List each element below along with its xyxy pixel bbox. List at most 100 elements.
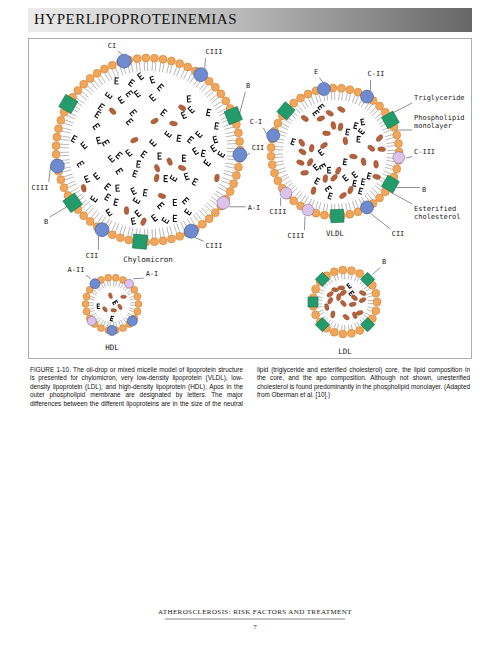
- phospholipid-head: [105, 274, 112, 281]
- cholesterol-ester-glyph: [183, 155, 187, 161]
- phospholipid-head: [150, 54, 158, 62]
- apo-circle: [280, 187, 292, 199]
- triglyceride-molecule: [372, 174, 381, 181]
- phospholipid-head: [348, 329, 356, 337]
- phospholipid-head: [230, 180, 238, 188]
- phospholipid-head: [234, 129, 242, 137]
- cholesterol-ester-glyph: [343, 175, 349, 181]
- figure-frame: [29, 39, 472, 359]
- cholesterol-ester-glyph: [138, 73, 144, 80]
- triglyceride-molecule: [338, 286, 345, 291]
- cholesterol-ester-glyph: [164, 176, 168, 182]
- triglyceride-molecule: [375, 134, 384, 143]
- cholesterol-ester-glyph: [97, 304, 100, 309]
- phospholipid-head: [198, 220, 206, 228]
- leader-line: [371, 213, 391, 228]
- apo-label: A-I: [146, 270, 159, 278]
- cholesterol-ester-glyph: [347, 283, 352, 288]
- cholesterol-ester-glyph: [201, 150, 206, 157]
- cholesterol-ester-glyph: [110, 316, 114, 321]
- apo-square: [308, 297, 318, 307]
- apo-square: [132, 234, 147, 249]
- cholesterol-ester-glyph: [150, 139, 157, 146]
- apo-square: [315, 318, 329, 332]
- cholesterol-ester-glyph: [346, 129, 350, 135]
- running-footer: ATHEROSCLEROSIS: RISK FACTORS AND TREATM…: [158, 608, 352, 616]
- phospholipid-heads: [309, 266, 381, 338]
- triglyceride-molecule: [350, 294, 358, 302]
- cholesterol-ester-glyph: [134, 90, 140, 97]
- triglyceride-molecule: [373, 160, 379, 168]
- phospholipid-head: [339, 330, 347, 338]
- particle-outline: [299, 256, 391, 348]
- cholesterol-ester-glyph: [126, 119, 133, 126]
- apo-circle: [217, 196, 230, 209]
- triglyceride-molecule: [316, 115, 325, 122]
- apo-label: E: [314, 68, 318, 76]
- triglyceride-molecule: [326, 290, 334, 298]
- triglyceride-molecule: [337, 123, 343, 132]
- triglyceride-molecule: [330, 310, 335, 318]
- apo-circle: [184, 224, 198, 238]
- phospholipid-head: [320, 211, 328, 219]
- phospholipid-head: [116, 234, 124, 242]
- triglyceride-molecule: [322, 131, 330, 136]
- triglyceride-molecule: [153, 174, 159, 183]
- cholesterol-ester-glyph: [137, 161, 141, 167]
- triglyceride-molecule: [140, 217, 147, 226]
- apo-label: B: [246, 82, 250, 90]
- triglyceride-molecule: [336, 293, 341, 301]
- triglyceride-molecule: [322, 174, 328, 183]
- triglyceride-molecule: [309, 144, 315, 153]
- phospholipid-head: [274, 119, 282, 127]
- phospholipid-head: [297, 94, 305, 102]
- phospholipid-head: [312, 285, 320, 293]
- leader-line: [98, 236, 99, 250]
- apo-square: [224, 106, 242, 124]
- leader-line: [86, 275, 91, 279]
- cholesterol-ester-glyph: [354, 123, 359, 129]
- cholesterol-ester-glyph: [188, 106, 195, 113]
- cholesterol-ester-glyph: [141, 151, 147, 158]
- particle-body: [56, 58, 240, 242]
- leader-line: [373, 267, 381, 274]
- cholesterol-ester-glyph: [359, 188, 364, 194]
- triglyceride-molecule: [367, 144, 376, 152]
- cholesterol-ester-glyph: [130, 110, 137, 117]
- triglyceride-molecule: [360, 157, 366, 166]
- cholesterol-ester-glyph: [135, 210, 142, 217]
- cholesterol-ester-glyph: [291, 139, 296, 145]
- triglyceride-molecule: [377, 146, 386, 152]
- cholesterol-ester-glyph: [352, 171, 358, 177]
- apo-circle: [107, 326, 117, 336]
- phospholipid-head: [150, 238, 158, 246]
- triglyceride-molecule: [324, 303, 330, 311]
- phospholipid-heads: [267, 84, 403, 220]
- phospholipid-head: [120, 325, 127, 332]
- cholesterol-ester-glyph: [91, 196, 98, 202]
- phospholipid-head: [271, 169, 279, 177]
- phospholipid-head: [236, 137, 244, 145]
- cholesterol-ester-glyph: [357, 136, 361, 142]
- apo-label: Triglyceride: [414, 94, 465, 102]
- triglyceride-molecule: [166, 157, 173, 166]
- phospholipid-head: [330, 328, 338, 336]
- phospholipid-head: [101, 65, 109, 73]
- triglyceride-molecule: [337, 105, 346, 113]
- apo-label: B: [44, 218, 48, 226]
- triglyceride-molecule: [306, 158, 314, 167]
- cholesterol-ester-glyph: [131, 218, 136, 225]
- cholesterol-ester-glyph: [162, 217, 169, 223]
- triglyceride-molecule: [342, 137, 348, 146]
- leader-line: [263, 128, 266, 134]
- triglyceride-molecule: [359, 290, 367, 297]
- cholesterol-ester-glyph: [328, 193, 333, 199]
- apo-label: CIII: [270, 208, 287, 216]
- apo-label: CIII: [288, 232, 305, 240]
- leader-line: [229, 206, 246, 207]
- lipoprotein-particle: VLDL: [257, 74, 413, 230]
- leader-line: [240, 92, 246, 113]
- phospholipid-head: [57, 116, 65, 124]
- page-number: 7: [253, 623, 257, 631]
- footer-rule: [165, 619, 345, 620]
